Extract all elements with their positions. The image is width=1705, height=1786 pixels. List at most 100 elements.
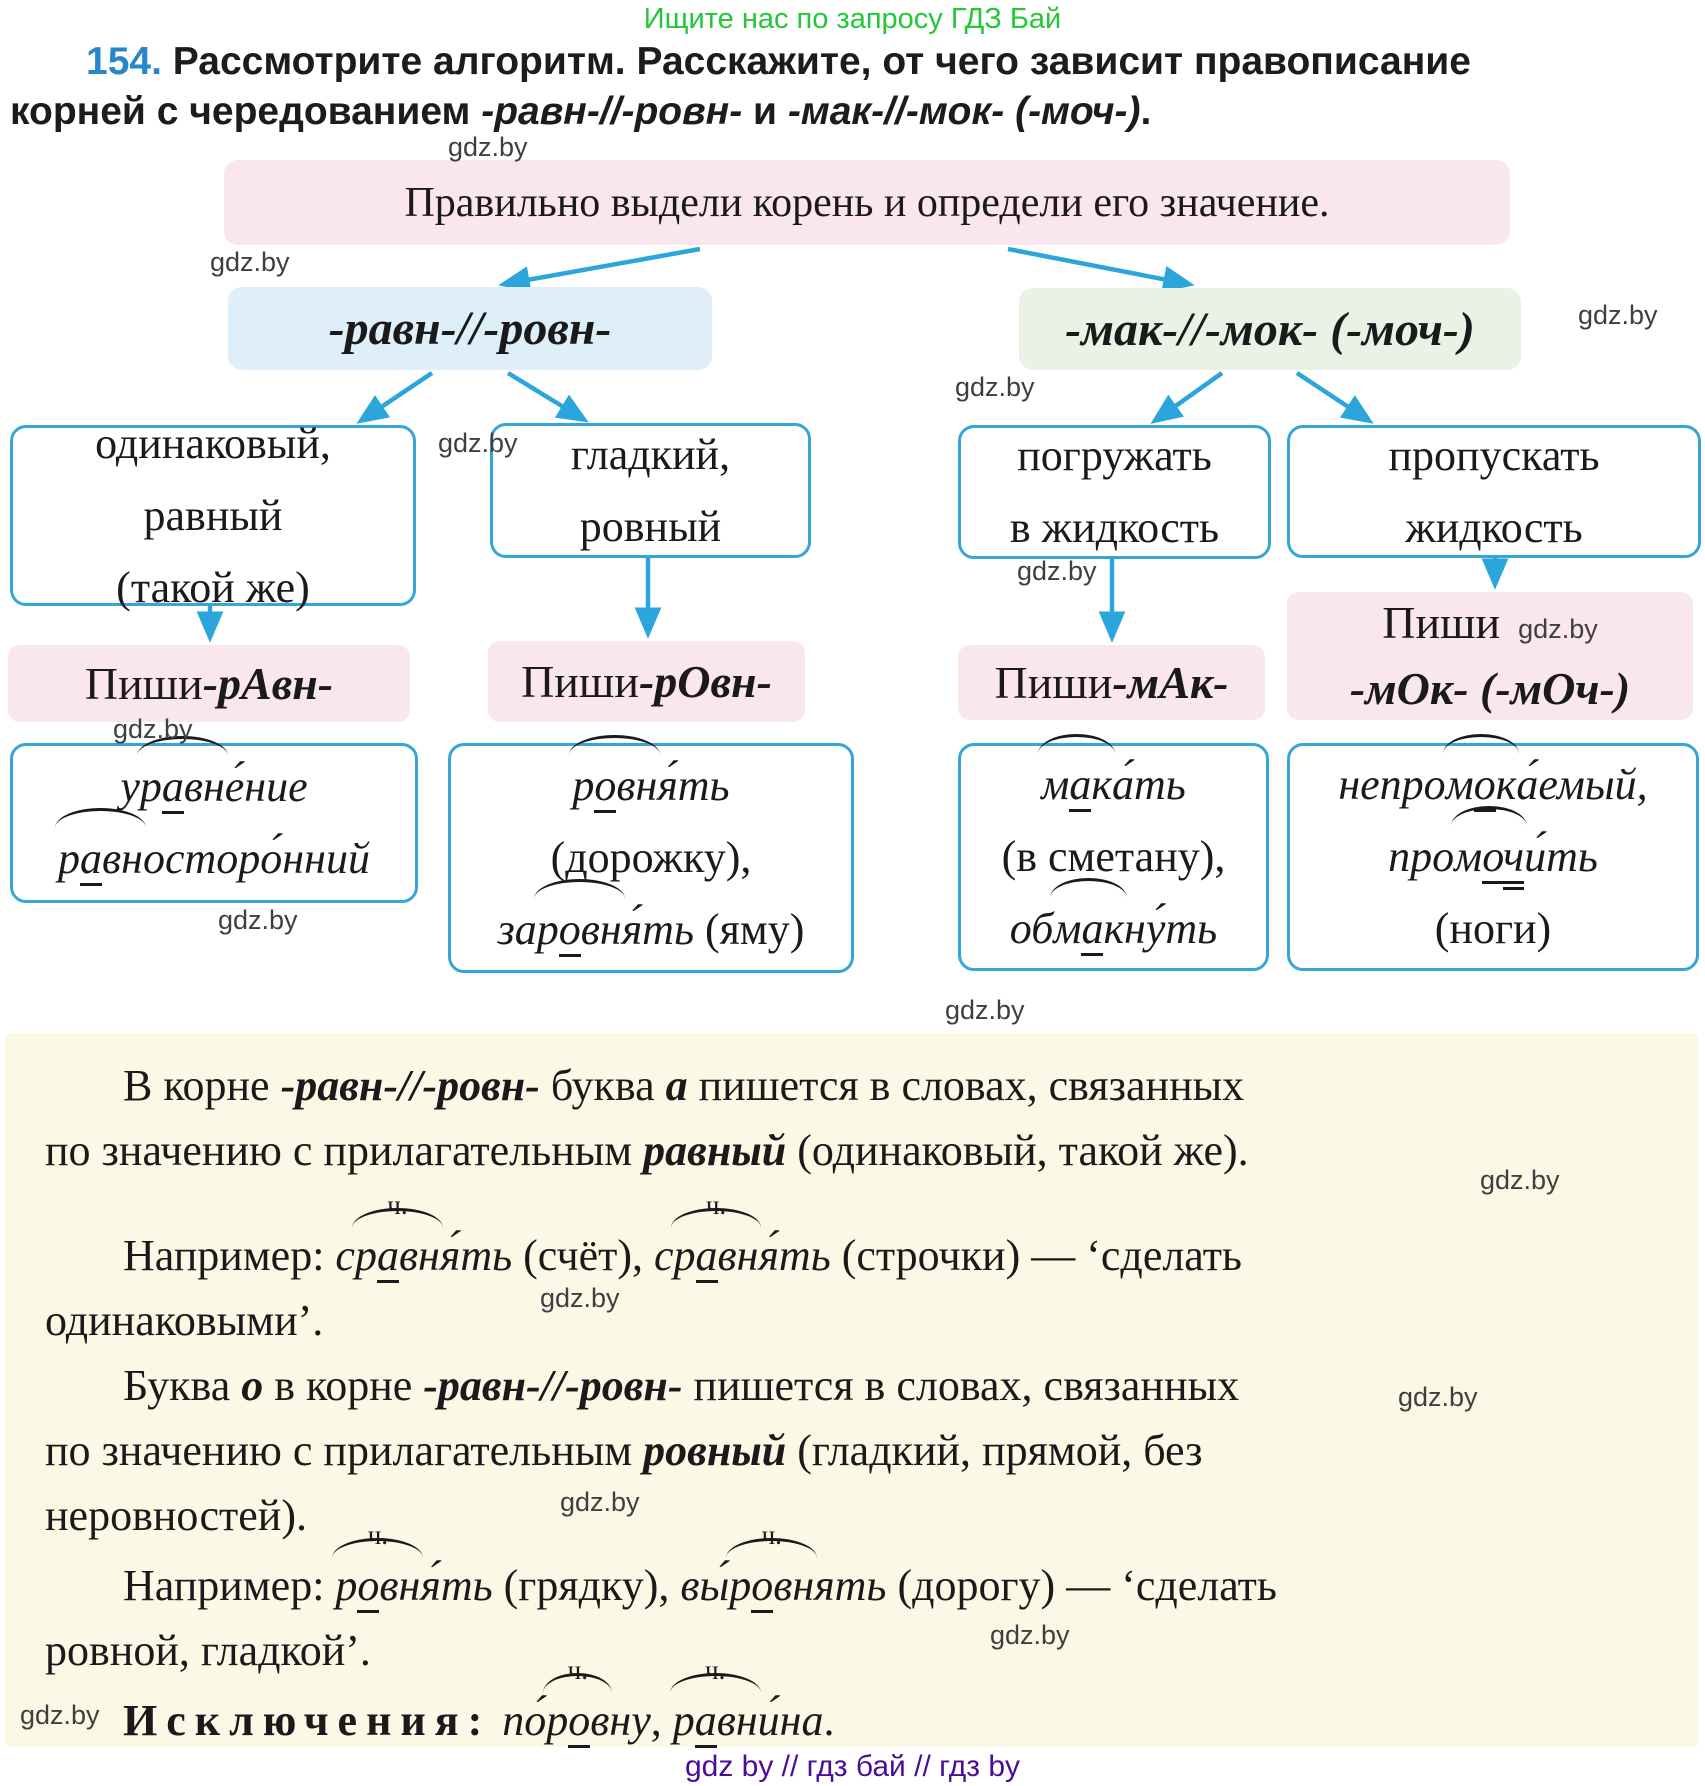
pishi-label: Пиши (1382, 597, 1501, 648)
gdz-watermark: gdz.by (20, 1700, 100, 1730)
root-letter: вн (616, 761, 658, 810)
flow-pishi-mok: Пиши gdz.by -мОк- (-мОч-) (1287, 592, 1693, 720)
example-line: жидкость (1405, 492, 1582, 564)
example-line: погружать (1017, 420, 1212, 492)
flow-root-ravn-rovn: -равн-//-ровн- (228, 287, 712, 370)
root-letter: а (695, 1231, 718, 1283)
example-word: уравне́ние (120, 736, 308, 814)
example-line: обмакну́ть (1010, 878, 1217, 965)
example-line: (ноги) (1435, 893, 1551, 965)
alternation-label: ч. (567, 1655, 588, 1685)
root-letter: о (558, 905, 581, 957)
flow-examples-rovn: ровня́ть (дорожку),заровня́ть (яму) (448, 735, 854, 973)
pishi-mok-line2: -мОк- (-мОч-) (1350, 659, 1630, 719)
flow-root-mak-mok: -мак-//-мок- (-моч-) (1019, 288, 1521, 370)
root-letter: к (1091, 760, 1112, 809)
rule-line: одинаковыми’. (45, 1288, 1698, 1353)
text-segment: (такой же) (116, 562, 310, 612)
alternation-label: ч. (761, 1520, 782, 1550)
text-segment: В корне (123, 1061, 281, 1110)
root-arc: ровн (533, 879, 625, 966)
root-arc: мак (1050, 878, 1127, 965)
example-line: одинаковый, (95, 408, 331, 480)
arrow (1007, 246, 1195, 293)
alternation-label: ч. (705, 1190, 727, 1220)
text-segment: (дорогу) — ‘сделать (886, 1561, 1277, 1610)
root-letter: вн (773, 1561, 815, 1610)
root-arc: равн ч. (670, 1190, 762, 1288)
root-arc: мак (1038, 734, 1115, 821)
root-letter: р (58, 834, 81, 883)
root-letter: о (1473, 760, 1496, 812)
pishi-mok-line1: Пиши gdz.by (1382, 593, 1597, 659)
flow-def-odinakovy: одинаковый, равный (такой же) (10, 419, 416, 612)
example-line: уравне́ние (120, 736, 308, 823)
text-segment: жидкость (1405, 502, 1583, 552)
gdz-watermark: gdz.by (1518, 614, 1598, 644)
example-word: мака́ть (1038, 734, 1186, 812)
example-word: равносторо́нний (55, 808, 370, 886)
root-letter: м (1445, 760, 1474, 809)
promo-banner: Ищите нас по запросу ГДЗ Бай (643, 3, 1062, 35)
root-letter: р (546, 1696, 569, 1745)
text-segment: -мАк- (1112, 657, 1229, 708)
root-letter: р (536, 905, 559, 954)
root-letter: к (1495, 760, 1517, 809)
text-segment: (строчки) — ‘сделать (830, 1231, 1242, 1280)
example-line: (такой же) (116, 552, 310, 624)
text-segment: . (1140, 90, 1152, 133)
text-segment: одинаковый, (95, 418, 331, 468)
example-line: мака́ть (1038, 734, 1186, 821)
text-segment: ровной, гладкой’. (45, 1626, 371, 1675)
text-segment: погружать (1017, 431, 1212, 480)
flow-pishi-ravn: Пиши -рАвн- (8, 645, 410, 722)
root-letter: а (1069, 760, 1092, 812)
text-segment: (дорожку), (550, 833, 752, 882)
root-letter: р (729, 1561, 752, 1610)
text-segment: пишется в словах, связанных (687, 1061, 1245, 1110)
gdz-watermark: gdz.by (1017, 556, 1097, 586)
arrow (1150, 371, 1224, 424)
root-arc: равн (55, 808, 146, 895)
alternation-label: ч. (387, 1190, 408, 1220)
root-letter: м (1454, 832, 1483, 881)
root-letter: вн (716, 1696, 758, 1745)
flow-def-gladkiy: гладкий, ровный (490, 423, 811, 558)
text-segment: . (823, 1696, 835, 1745)
flow-pishi-mak: Пиши -мАк- (958, 645, 1265, 720)
gdz-watermark: gdz.by (955, 372, 1035, 402)
text-segment: -равн-//-ровн- (423, 1361, 683, 1410)
example-line: гладкий, (571, 419, 730, 491)
example-line: ровня́ть (569, 735, 730, 822)
text-segment: гладкий, (570, 429, 731, 479)
root-letter: вн (102, 834, 143, 883)
root-letter: р (673, 1231, 696, 1280)
example-line: промочи́ть (1388, 806, 1598, 893)
text-segment: пишется в словах, связанных (682, 1361, 1240, 1410)
root-letter: вн (717, 1231, 759, 1280)
root-letter: р (335, 1561, 358, 1610)
root-letter: м (1041, 760, 1070, 809)
text-segment: ровный (579, 501, 722, 551)
root-letter: о (1482, 832, 1504, 884)
root-letter: ч (1503, 832, 1525, 890)
example-word: промочи́ть (1388, 806, 1598, 890)
text-segment: в корне (263, 1361, 424, 1410)
example-line: ровный (580, 491, 721, 563)
text-segment: равный (143, 490, 283, 540)
root-letter: а (161, 762, 184, 814)
gdz-watermark: gdz.by (113, 714, 193, 744)
root-letter: а (80, 834, 103, 886)
example-line: заровня́ть (яму) (498, 879, 804, 966)
flow-examples-mak: мака́ть(в сметану),обмакну́ть (958, 734, 1269, 971)
root-letter: а (1081, 904, 1104, 956)
root-letter: а (694, 1696, 717, 1748)
text-segment: Буква (123, 1361, 242, 1410)
text-segment: Рассмотрите алгоритм. Расскажите, от чег… (172, 40, 1471, 83)
